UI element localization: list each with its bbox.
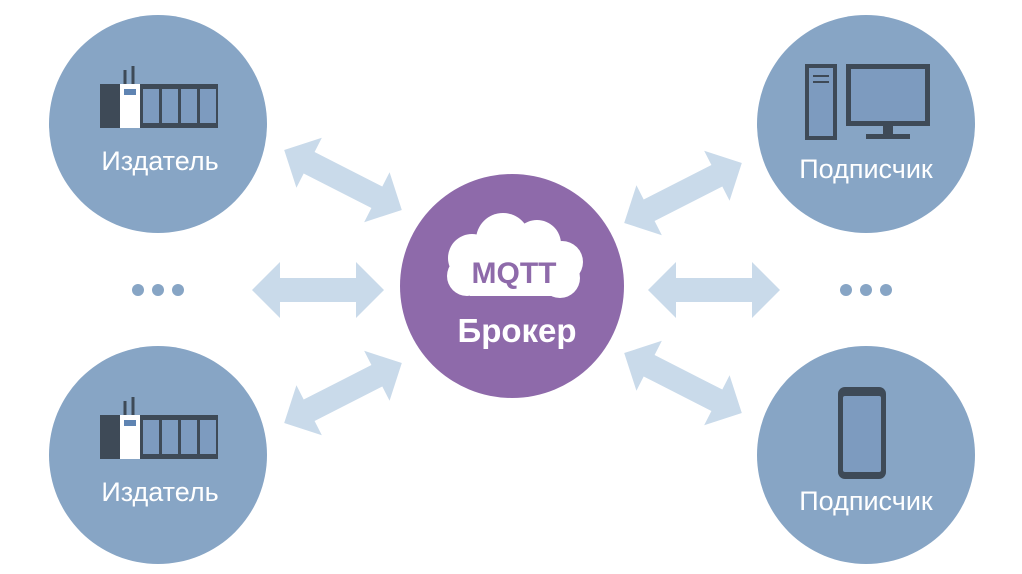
ellipsis-right <box>840 284 892 296</box>
arrow-top-left <box>271 125 415 235</box>
plc-controller-icon <box>100 66 218 128</box>
publisher-node-1: Издатель <box>49 15 267 233</box>
cloud-icon <box>447 213 583 298</box>
arrow-top-right <box>611 138 755 248</box>
arrow-bottom-right <box>611 328 755 438</box>
subscriber-label: Подписчик <box>799 154 933 184</box>
smartphone-icon <box>838 387 886 479</box>
subscriber-label: Подписчик <box>799 486 933 516</box>
publisher-label: Издатель <box>101 146 218 176</box>
publisher-node-2: Издатель <box>49 346 267 564</box>
plc-controller-icon <box>100 397 218 459</box>
arrow-bottom-left <box>271 338 415 448</box>
desktop-computer-icon <box>805 64 930 140</box>
broker-label: Брокер <box>457 312 576 349</box>
publisher-label: Издатель <box>101 477 218 507</box>
broker-node: MQTT Брокер <box>400 174 624 398</box>
subscriber-node-2: Подписчик <box>757 346 975 564</box>
arrow-middle-right <box>648 262 780 318</box>
ellipsis-left <box>132 284 184 296</box>
mqtt-cloud-label: MQTT <box>472 257 557 290</box>
arrow-middle-left <box>252 262 384 318</box>
subscriber-node-1: Подписчик <box>757 15 975 233</box>
